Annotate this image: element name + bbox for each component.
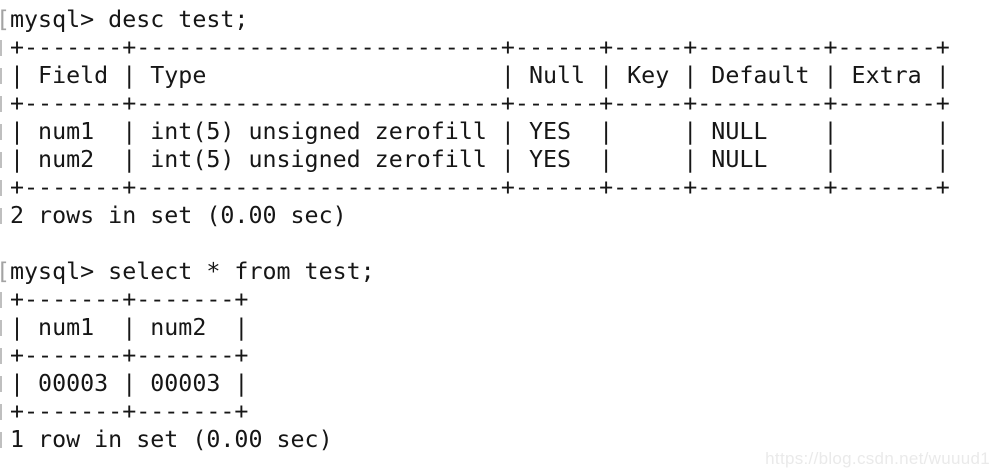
table-row: | num1 | int(5) unsigned zerofill | YES …: [10, 118, 950, 145]
blank-line: [10, 230, 950, 258]
prompt-bracket: [: [0, 6, 10, 34]
table-row: | num2 | int(5) unsigned zerofill | YES …: [10, 146, 950, 173]
desc-table-row-num2: | num2 | int(5) unsigned zerofill | YES …: [10, 146, 950, 174]
ascii-border: +-------+-------+: [10, 286, 249, 313]
ascii-border: +-------+--------------------------+----…: [10, 90, 950, 117]
desc-table-border-mid: +-------+--------------------------+----…: [10, 90, 950, 118]
command-select-from-test: [mysql> select * from test;: [0, 258, 950, 286]
desc-table-row-num1: | num1 | int(5) unsigned zerofill | YES …: [10, 118, 950, 146]
desc-table-border-bottom: +-------+--------------------------+----…: [10, 174, 950, 202]
ascii-border: +-------+-------+: [10, 342, 249, 369]
terminal-output: [mysql> desc test; +-------+------------…: [0, 6, 950, 454]
header-row-text: | num1 | num2 |: [10, 314, 249, 341]
header-row-text: | Field | Type | Null | Key | Default | …: [10, 62, 950, 89]
prompt-bracket: [: [0, 258, 10, 286]
desc-table-header-row: | Field | Type | Null | Key | Default | …: [10, 62, 950, 90]
command-text: mysql> select * from test;: [10, 258, 375, 285]
desc-table-border-top: +-------+--------------------------+----…: [10, 34, 950, 62]
select-table-data-row: | 00003 | 00003 |: [10, 370, 950, 398]
ascii-border: +-------+-------+: [10, 398, 249, 425]
ascii-border: +-------+--------------------------+----…: [10, 174, 950, 201]
status-text: 1 row in set (0.00 sec): [10, 426, 333, 453]
select-table-border-mid: +-------+-------+: [10, 342, 950, 370]
select-status-line: 1 row in set (0.00 sec): [10, 426, 950, 454]
select-table-header-row: | num1 | num2 |: [10, 314, 950, 342]
command-text: mysql> desc test;: [10, 6, 249, 33]
desc-status-line: 2 rows in set (0.00 sec): [10, 202, 950, 230]
command-desc-test: [mysql> desc test;: [0, 6, 950, 34]
select-table-border-bottom: +-------+-------+: [10, 398, 950, 426]
ascii-border: +-------+--------------------------+----…: [10, 34, 950, 61]
left-edge-artifact-top: [0, 40, 2, 224]
select-table-border-top: +-------+-------+: [10, 286, 950, 314]
csdn-watermark: https://blog.csdn.net/wuuud1: [765, 449, 990, 468]
table-row: | 00003 | 00003 |: [10, 370, 249, 397]
left-edge-artifact-bottom: [0, 292, 2, 448]
status-text: 2 rows in set (0.00 sec): [10, 202, 347, 229]
